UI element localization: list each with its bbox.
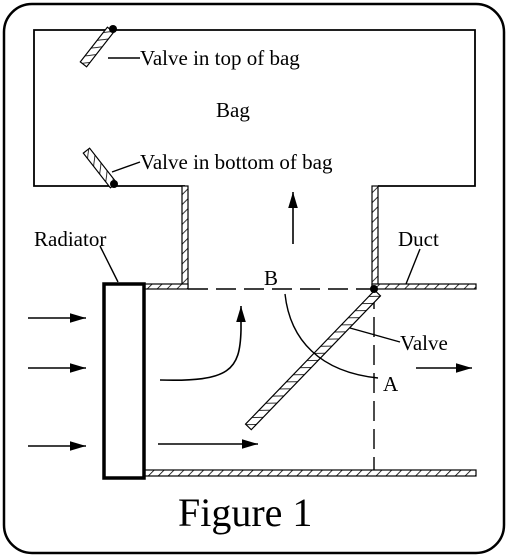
label-radiator: Radiator (34, 227, 106, 251)
label-point-a: A (383, 372, 399, 396)
duct-top-wall-left (143, 283, 189, 290)
radiator (102, 282, 146, 480)
bag-neck-left-wall (181, 185, 189, 288)
label-point-b: B (264, 266, 278, 290)
bag-neck-right-wall (371, 185, 379, 288)
valve-swing-arc (284, 293, 379, 379)
label-valve-bottom-of-bag: Valve in bottom of bag (140, 150, 333, 174)
main-valve-leader (349, 327, 401, 343)
main-valve (244, 285, 382, 431)
bag-outline (33, 29, 476, 187)
label-valve-top-of-bag: Valve in top of bag (140, 46, 300, 70)
duct-bottom-wall (143, 469, 477, 477)
duct-leader (405, 248, 421, 285)
label-bag: Bag (216, 98, 250, 122)
figure-caption: Figure 1 (178, 490, 312, 535)
label-valve: Valve (400, 331, 448, 355)
label-duct: Duct (398, 227, 439, 251)
valve-bottom-leader (111, 161, 141, 173)
flow-arrow-up-curve (159, 306, 246, 382)
duct-top-wall-right (371, 283, 477, 290)
valve-top-of-bag (79, 25, 117, 68)
valve-bottom-of-bag (82, 147, 118, 189)
radiator-leader (99, 245, 119, 283)
